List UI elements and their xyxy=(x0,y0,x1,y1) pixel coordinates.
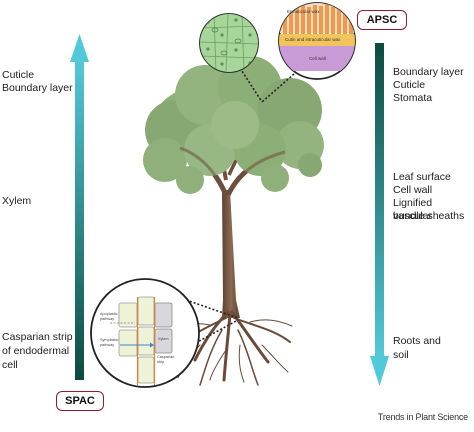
left-casparian-label-3: cell xyxy=(2,359,18,371)
right-roots-label-1: Roots and xyxy=(393,335,441,347)
leader-lines xyxy=(185,67,295,346)
apoplastic-label: Apoplastic pathway xyxy=(100,312,118,321)
left-boundary-layer-label: Boundary layer xyxy=(2,82,73,94)
left-xylem-label: Xylem xyxy=(2,195,32,207)
cuticle-layers-inset xyxy=(278,2,356,80)
right-lignified-label-2: bundle sheaths xyxy=(393,210,465,222)
casparian-inset-label: Casparian strip xyxy=(157,355,175,364)
apsc-arrow xyxy=(370,43,389,386)
tree-canopy xyxy=(143,56,324,196)
right-boundary-layer-label: Boundary layer xyxy=(393,66,464,78)
spac-badge: SPAC xyxy=(56,391,104,411)
xylem-inset-label: Xylem xyxy=(158,337,169,341)
tree-roots xyxy=(169,310,293,386)
root-cells-inset xyxy=(90,278,200,388)
right-lignified-label-1: Lignified vascular xyxy=(393,197,433,222)
leaf-cells-inset xyxy=(199,13,259,73)
right-cuticle-label: Cuticle xyxy=(393,79,426,91)
left-casparian-label-2: of endodermal xyxy=(2,345,70,357)
epicuticular-wax-label: Epicuticular wax xyxy=(287,9,320,14)
left-cuticle-label: Cuticle xyxy=(2,69,35,81)
right-roots-label-2: soil xyxy=(393,349,409,361)
spac-arrow xyxy=(70,34,89,380)
cutin-label: Cutin and intracuticular wax xyxy=(285,37,341,42)
right-cell-wall-label: Cell wall xyxy=(393,184,433,196)
symplastic-label: Symplastic pathway xyxy=(100,338,119,347)
right-leaf-surface-label: Leaf surface xyxy=(393,171,451,183)
cell-wall-inset-label: Cell wall xyxy=(309,56,326,61)
right-stomata-label: Stomata xyxy=(393,92,433,104)
left-casparian-label-1: Casparian strip xyxy=(2,331,73,343)
journal-credit: Trends in Plant Science xyxy=(377,412,468,422)
apsc-badge: APSC xyxy=(357,10,407,30)
